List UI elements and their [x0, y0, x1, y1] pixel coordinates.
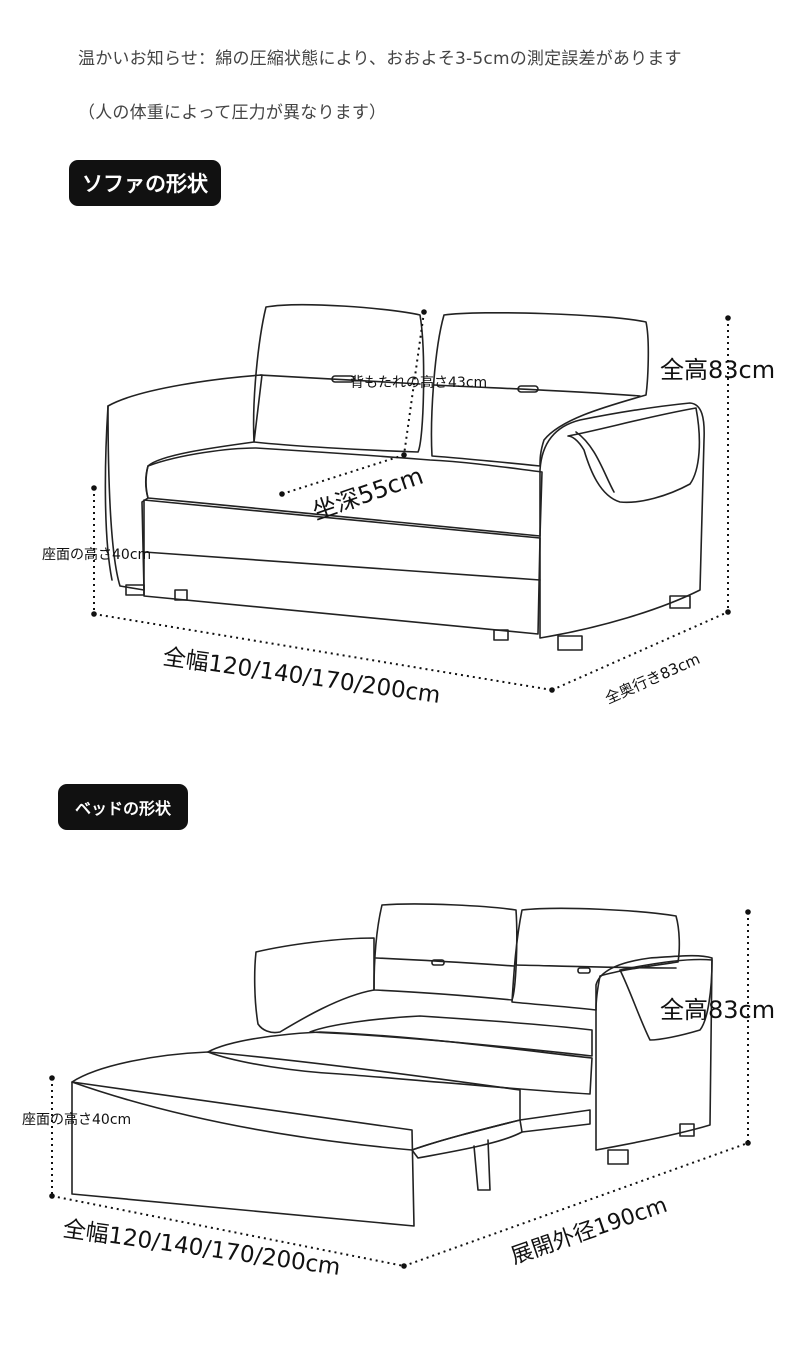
bed-outline: [71, 903, 713, 1227]
bed-dimension-lines: [51, 912, 749, 1267]
total-depth-label: 全奥行き83cm: [602, 650, 702, 708]
bed-total-height-label: 全高83cm: [660, 996, 775, 1024]
sofa-dimension-points: [91, 309, 731, 693]
seat-height-label: 座面の高さ40cm: [42, 546, 151, 563]
notice-line-2: （人の体重によって圧力が異なります）: [78, 103, 387, 123]
sofa-diagram: 背もたれの高さ43cm 全高83cm 坐深55cm 座面の高さ40cm 全幅12…: [42, 303, 775, 709]
bed-shape-badge: ベッドの形状: [58, 784, 188, 830]
backrest-height-label: 背もたれの高さ43cm: [350, 374, 487, 391]
bed-expanded-length-label: 展開外径190cm: [508, 1193, 671, 1270]
total-width-label: 全幅120/140/170/200cm: [161, 644, 442, 709]
bed-diagram: 全高83cm 座面の高さ40cm 全幅120/140/170/200cm 展開外…: [22, 903, 775, 1281]
sofa-shape-badge: ソファの形状: [69, 160, 221, 206]
seat-depth-label: 坐深55cm: [309, 462, 427, 526]
bed-dimension-points: [49, 909, 751, 1269]
bed-seat-height-label: 座面の高さ40cm: [22, 1111, 131, 1128]
total-height-label: 全高83cm: [660, 356, 775, 384]
notice-line-1: 温かいお知らせ：綿の圧縮状態により、おおよそ3-5cmの測定誤差があります: [78, 49, 682, 69]
bed-total-width-label: 全幅120/140/170/200cm: [61, 1216, 342, 1281]
sofa-dimension-lines: [93, 311, 729, 691]
sofa-outline: [104, 303, 705, 651]
